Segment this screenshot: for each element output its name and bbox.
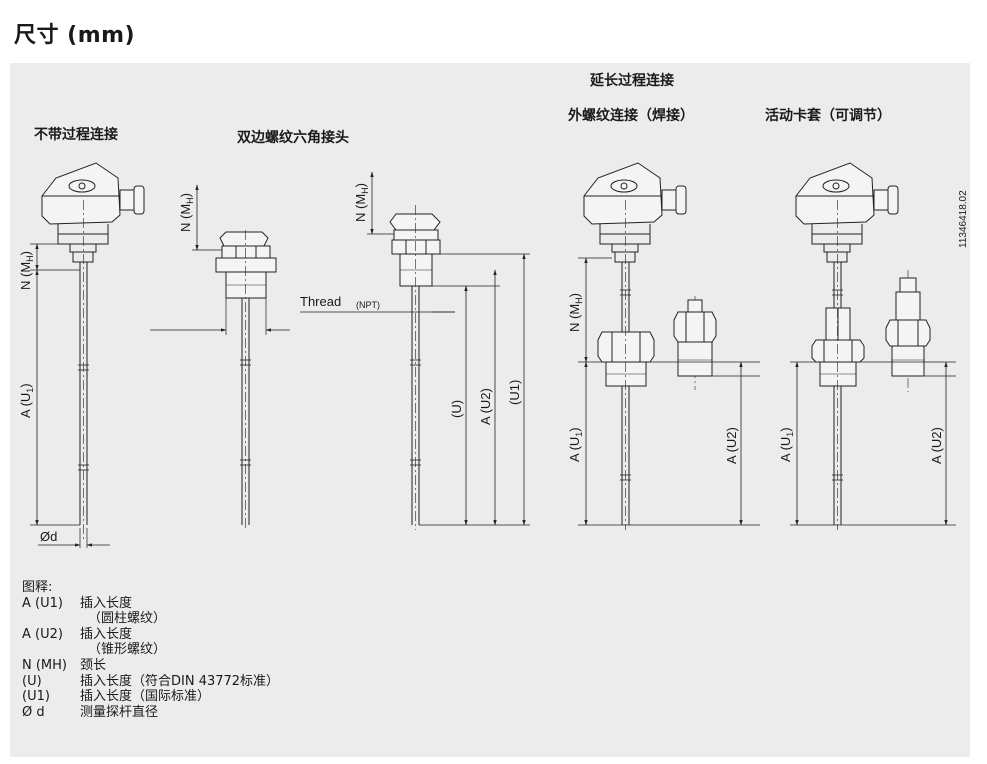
label-diameter: Ød: [40, 529, 57, 544]
drawing-double-thread-hex: [150, 184, 290, 530]
label-n-mh-2: N (MH): [178, 193, 195, 232]
label-npt: (NPT): [356, 300, 380, 310]
label-thread: Thread: [300, 294, 341, 309]
legend-item-cont: （锥形螺纹）: [88, 642, 167, 658]
legend-item-cont: （圆柱螺纹）: [88, 611, 167, 627]
drawing-no-process-connection: [30, 162, 145, 548]
legend-title: 图释:: [22, 580, 53, 595]
legend-item: (U)插入长度（符合DIN 43772标准）: [22, 673, 280, 689]
label-a-u2-3: A (U2): [478, 388, 493, 425]
page-title: 尺寸 (mm): [14, 23, 136, 48]
legend-item: A (U2)插入长度: [22, 626, 133, 642]
header-no-process-connection: 不带过程连接: [34, 127, 118, 143]
legend-item: (U1)插入长度（国际标准）: [22, 689, 211, 705]
label-n-mh-4: N (MH): [567, 293, 584, 332]
drawing-male-thread-welded: [578, 162, 760, 530]
label-a-u1-1: A (U1): [18, 383, 35, 418]
legend: 图释: A (U1)插入长度 （圆柱螺纹） A (U2)插入长度 （锥形螺纹） …: [22, 580, 280, 720]
label-n-mh-3: N (MH): [353, 183, 370, 222]
header-compression-fitting: 活动卡套（可调节）: [765, 108, 891, 124]
label-a-u2-4: A (U2): [724, 427, 739, 464]
drawing-compression-fitting: [790, 162, 956, 530]
header-double-thread-hex: 双边螺纹六角接头: [237, 130, 349, 146]
label-u: (U): [449, 400, 464, 418]
legend-item: A (U1)插入长度: [22, 595, 133, 611]
label-a-u1-5: A (U1): [778, 427, 795, 462]
legend-item: N (MH)颈长: [22, 657, 107, 673]
figure-code: 11346418.02: [958, 190, 969, 248]
header-extended-connection: 延长过程连接: [590, 73, 674, 89]
label-u1: (U1): [507, 380, 522, 405]
label-a-u2-5: A (U2): [929, 427, 944, 464]
label-a-u1-4: A (U1): [567, 427, 584, 462]
label-n-mh-1: N (MH): [18, 251, 35, 290]
drawing-double-thread-hex-dimensioned: [300, 171, 530, 530]
header-male-thread-welded: 外螺纹连接（焊接）: [568, 108, 694, 124]
